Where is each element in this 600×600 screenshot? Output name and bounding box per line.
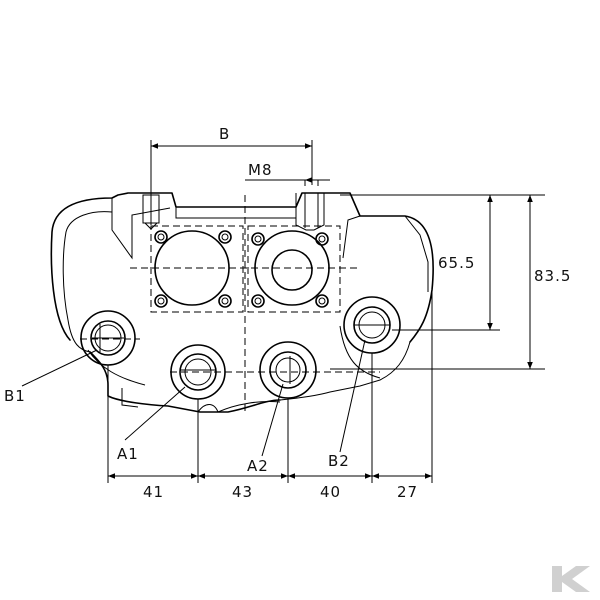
dimension-b	[150, 140, 313, 225]
label-dim-27: 27	[397, 483, 418, 501]
top-flanges	[142, 193, 325, 231]
label-dim-40: 40	[320, 483, 341, 501]
dimension-m8	[245, 177, 330, 186]
bottom-dimensions	[107, 290, 433, 483]
dimension-height-65-5	[340, 194, 545, 331]
label-a1: A1	[117, 445, 139, 463]
port-b1	[80, 310, 136, 366]
label-b1: B1	[4, 387, 26, 405]
label-height-65-5: 65.5	[438, 254, 475, 272]
left-port-flange	[150, 225, 244, 313]
right-port-flange	[247, 225, 341, 313]
label-dim-41: 41	[143, 483, 164, 501]
label-m8: M8	[248, 161, 273, 179]
dimension-height-83-5	[330, 195, 545, 370]
label-b2: B2	[328, 452, 350, 470]
label-height-83-5: 83.5	[534, 267, 571, 285]
label-a2: A2	[247, 457, 269, 475]
center-lines	[80, 195, 380, 412]
label-b: B	[219, 125, 230, 143]
label-dim-43: 43	[232, 483, 253, 501]
brand-logo-watermark	[552, 566, 590, 592]
port-a2	[259, 341, 317, 399]
port-leaders	[21, 339, 366, 457]
port-b2	[343, 296, 401, 354]
